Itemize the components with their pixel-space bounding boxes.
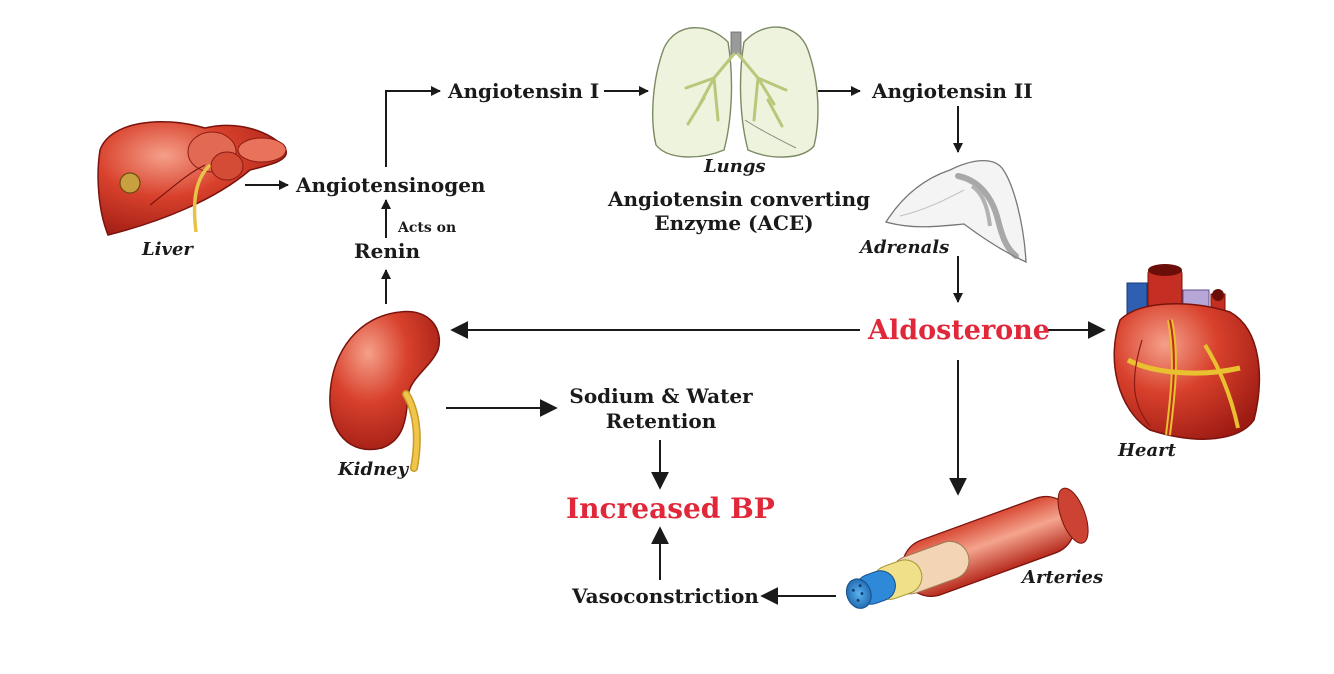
arrow-angiotensinogen-to-angiotensin-i bbox=[385, 86, 441, 167]
flow-arrows bbox=[245, 86, 1106, 605]
label-vasoconstriction: Vasoconstriction bbox=[572, 584, 759, 608]
label-increased-bp: Increased BP bbox=[566, 492, 775, 525]
label-angiotensinogen: Angiotensinogen bbox=[296, 173, 486, 197]
label-kidney: Kidney bbox=[338, 459, 409, 480]
label-aldosterone: Aldosterone bbox=[868, 315, 1050, 346]
heart-icon bbox=[1113, 264, 1261, 440]
adrenals-icon bbox=[884, 160, 1027, 264]
liver-icon bbox=[97, 120, 288, 236]
label-liver: Liver bbox=[142, 239, 193, 260]
label-heart: Heart bbox=[1118, 440, 1176, 461]
arteries-icon bbox=[845, 487, 1089, 609]
label-arteries: Arteries bbox=[1022, 567, 1104, 588]
label-lungs: Lungs bbox=[704, 156, 766, 177]
label-sodium-line1: Sodium & Water bbox=[569, 384, 753, 408]
label-sodium-line2: Retention bbox=[605, 409, 717, 433]
label-acts-on: Acts on bbox=[398, 220, 457, 236]
label-ace-line1: Angiotensin converting bbox=[608, 187, 871, 211]
label-renin: Renin bbox=[354, 239, 421, 263]
lungs-icon bbox=[652, 26, 819, 158]
label-ace-line2: Enzyme (ACE) bbox=[654, 211, 814, 235]
label-angiotensin-ii: Angiotensin II bbox=[872, 79, 1033, 103]
kidney-icon bbox=[329, 310, 441, 472]
label-angiotensin-i: Angiotensin I bbox=[448, 79, 600, 103]
label-adrenals: Adrenals bbox=[860, 237, 950, 258]
